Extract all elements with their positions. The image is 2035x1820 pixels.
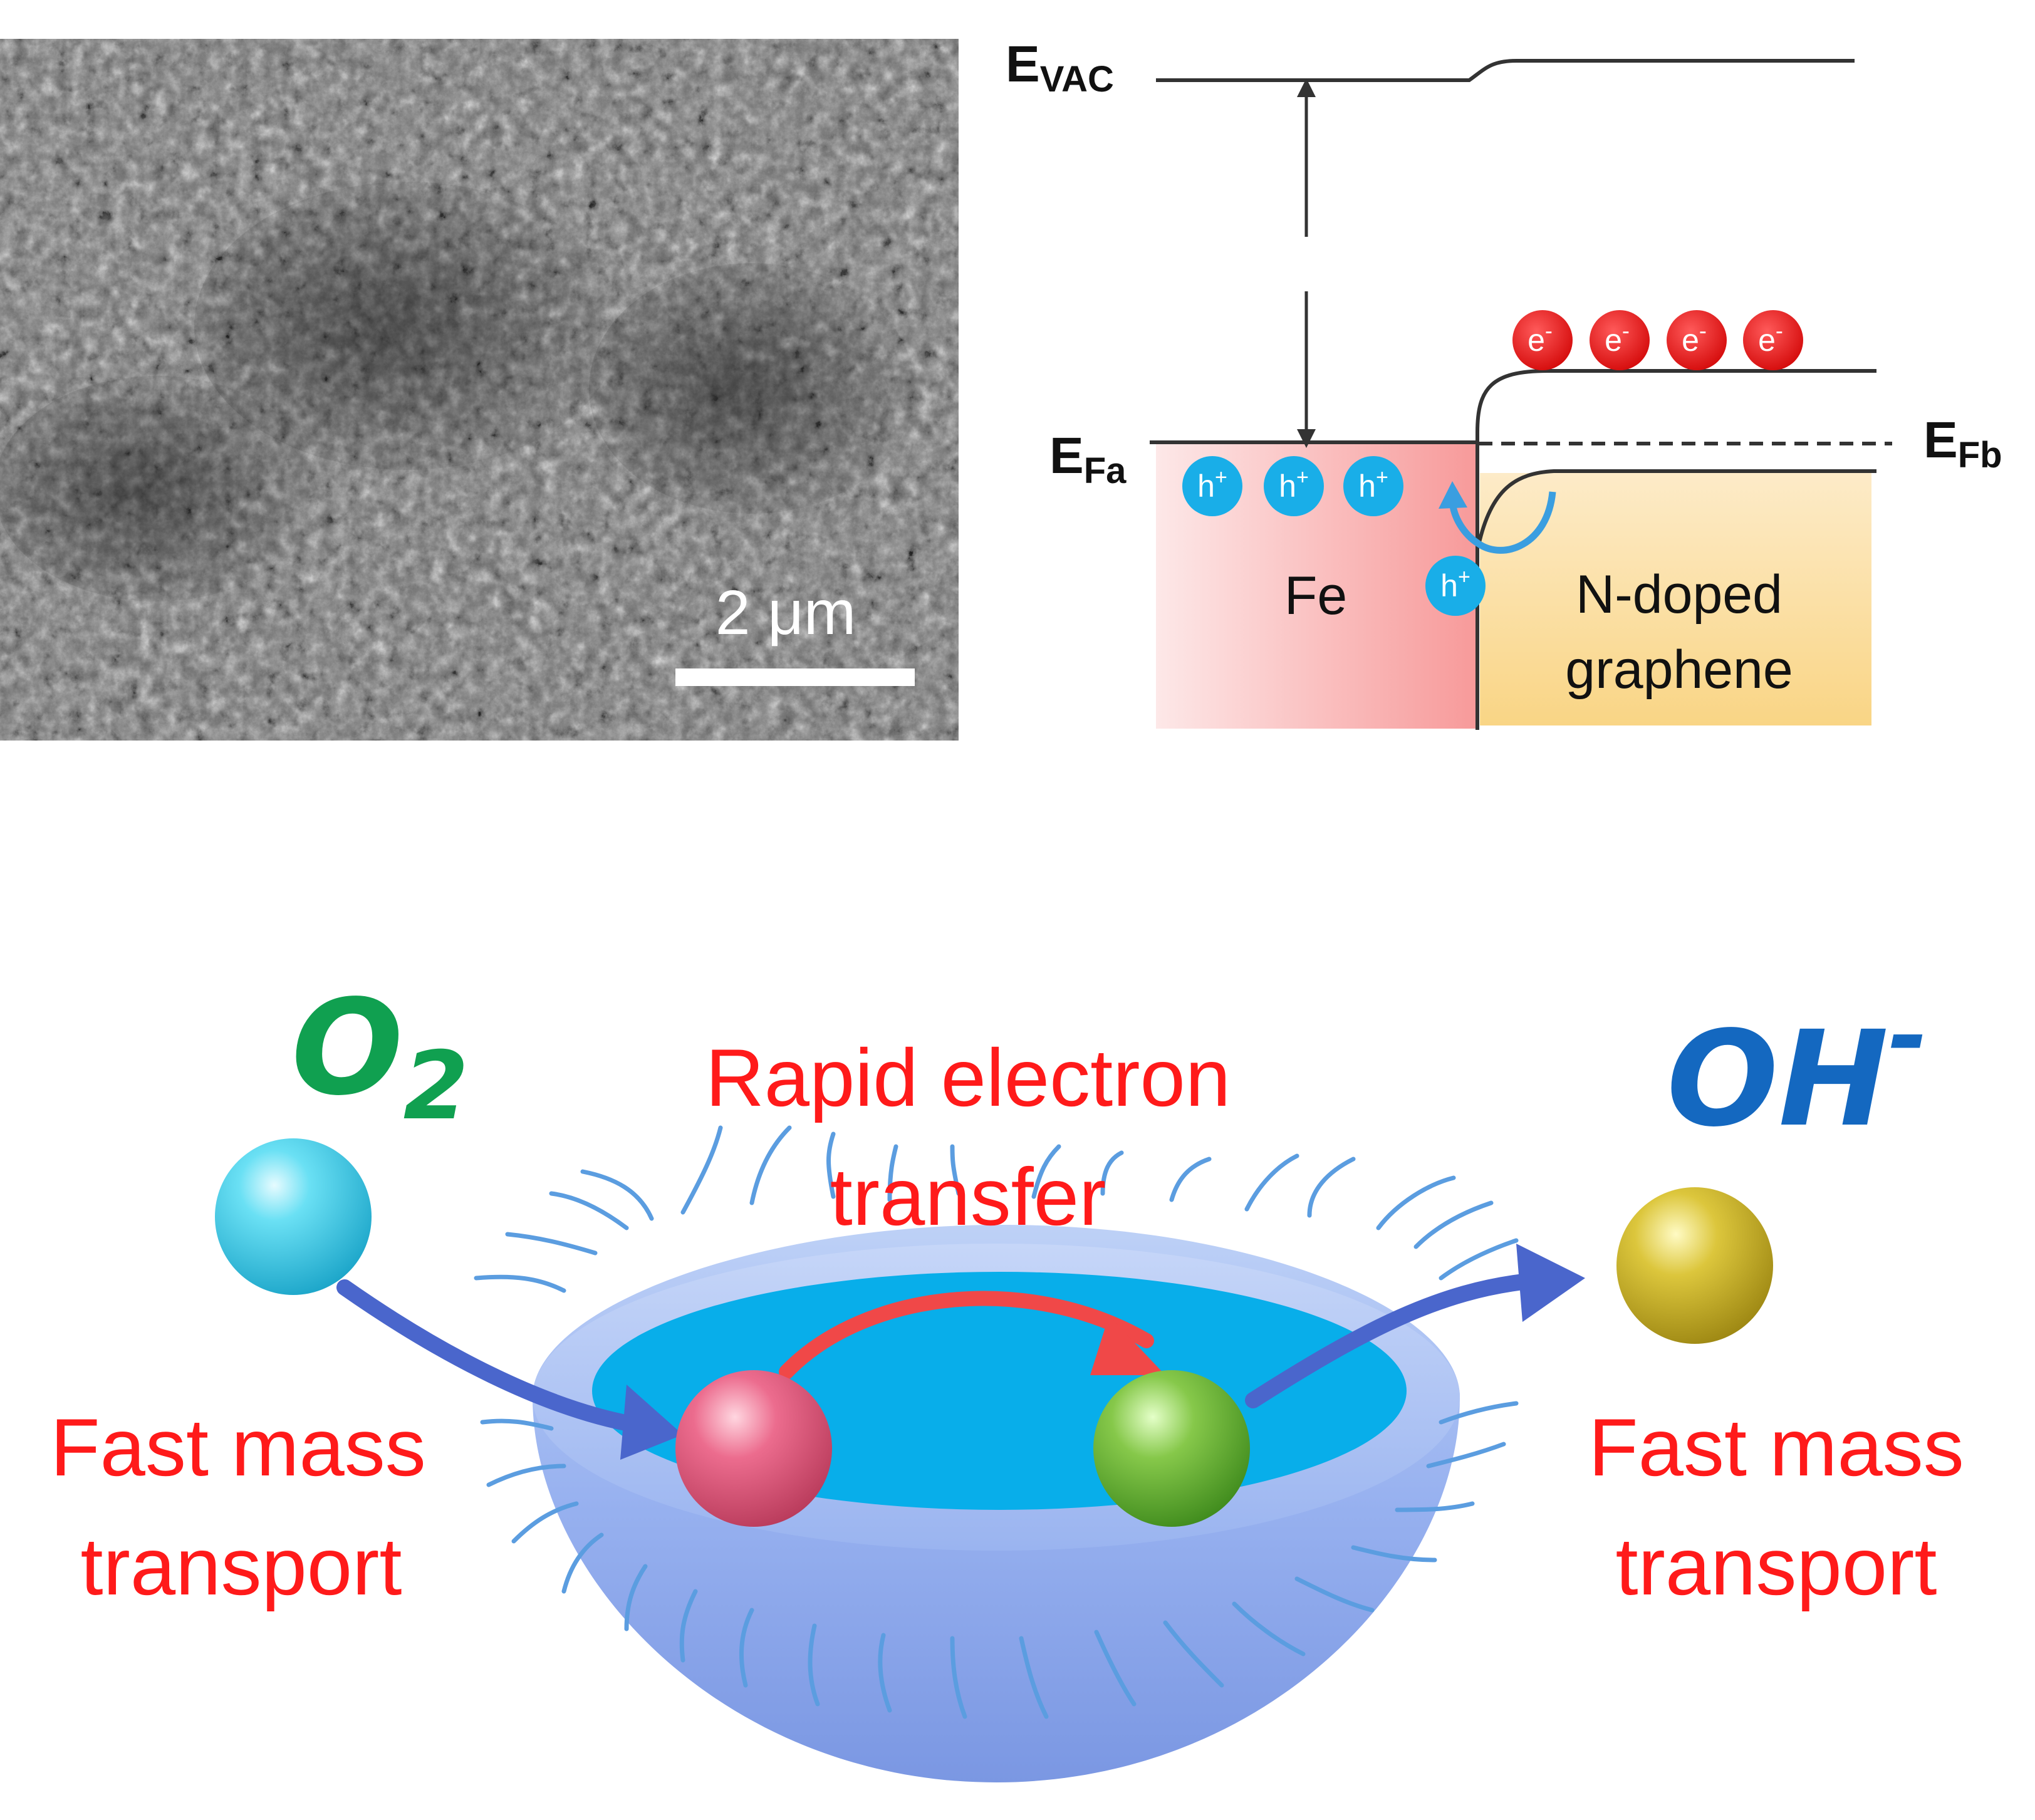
electron-circle	[1743, 310, 1803, 370]
rapid-transfer-line1: Rapid electron	[705, 1032, 1231, 1123]
valence-band-graphene	[1477, 469, 1876, 546]
band-diagram: EVAC EFa EFb Fe N-doped graphene h+ h+ h…	[1006, 36, 2002, 730]
fast-transport-right-line1: Fast mass	[1588, 1401, 1964, 1493]
o2-label: O2	[291, 971, 469, 1141]
e-vac-sub: VAC	[1040, 59, 1114, 100]
e-fa-label: EFa	[1049, 427, 1127, 491]
hole-particle: h+	[1264, 456, 1324, 516]
hole-circle	[1182, 456, 1242, 516]
o2-molecule-sphere	[215, 1138, 372, 1295]
electron-text: e-	[1528, 318, 1553, 358]
electron-transfer-arrow	[779, 1291, 1154, 1380]
e-fa-sub: Fa	[1084, 450, 1127, 491]
scale-bar	[675, 668, 915, 686]
fiber-strands-front	[480, 1401, 1519, 1719]
fast-transport-right-line2: transport	[1615, 1521, 1937, 1612]
e-fb-main: E	[1923, 412, 1958, 469]
electron-text: e-	[1758, 318, 1783, 358]
electron-text: e-	[1682, 318, 1707, 358]
product-site-sphere	[1093, 1370, 1250, 1527]
e-fa-main: E	[1049, 427, 1084, 484]
hole-text: h+	[1440, 565, 1470, 603]
electron-particle: e-	[1512, 310, 1573, 370]
electron-particle: e-	[1743, 310, 1803, 370]
fast-transport-left-line1: Fast mass	[50, 1401, 426, 1493]
scale-bar-label: 2 μm	[716, 578, 856, 648]
oh-ion-sphere	[1616, 1187, 1773, 1344]
reactant-site-sphere	[675, 1370, 832, 1527]
hole-particle: h+	[1425, 556, 1486, 616]
hole-text: h+	[1279, 465, 1309, 504]
sem-dark-pore-1	[194, 182, 620, 470]
fast-transport-left-line2: transport	[80, 1521, 402, 1612]
sem-dark-pore-3	[0, 376, 320, 601]
hole-circle	[1425, 556, 1486, 616]
fe-label: Fe	[1284, 566, 1347, 626]
hole-text: h+	[1358, 465, 1388, 504]
electron-circle	[1590, 310, 1650, 370]
outflow-arrowhead	[1516, 1244, 1585, 1322]
electron-circle	[1512, 310, 1573, 370]
sem-image-panel: 2 μm	[0, 39, 959, 741]
e-vac-label: EVAC	[1006, 36, 1114, 100]
outflow-arrow	[1245, 1273, 1537, 1408]
graphene-label-line1: N-doped	[1576, 564, 1783, 625]
hole-transfer-arrowhead	[1439, 481, 1467, 509]
e-vac-main: E	[1006, 36, 1040, 93]
electron-circle	[1667, 310, 1727, 370]
inflow-arrow	[336, 1279, 647, 1433]
inflow-arrowhead	[620, 1385, 683, 1460]
e-fb-label: EFb	[1923, 412, 2002, 476]
fiber-strands-back	[474, 1125, 1519, 1293]
hole-circle	[1343, 456, 1403, 516]
interface-line	[1476, 369, 1876, 730]
vacuum-level-line	[1156, 59, 1855, 82]
electron-transfer-arrowhead	[1090, 1316, 1165, 1375]
hole-text: h+	[1197, 465, 1227, 504]
electron-particle: e-	[1590, 310, 1650, 370]
oh-label: OH-	[1667, 982, 1928, 1156]
graphene-label-line2: graphene	[1565, 640, 1793, 700]
hole-circle	[1264, 456, 1324, 516]
electron-text: e-	[1605, 318, 1630, 358]
hole-particle: h+	[1343, 456, 1403, 516]
rapid-transfer-line2: transfer	[830, 1151, 1106, 1242]
catalysis-scheme: O2 OH- Rapid electron transfer Fast mass…	[50, 971, 1964, 1782]
electron-particle: e-	[1667, 310, 1727, 370]
hole-particle: h+	[1182, 456, 1242, 516]
hole-transfer-arrow	[1449, 491, 1556, 554]
sem-dark-pore-2	[589, 263, 915, 514]
e-fb-sub: Fb	[1958, 435, 2002, 476]
